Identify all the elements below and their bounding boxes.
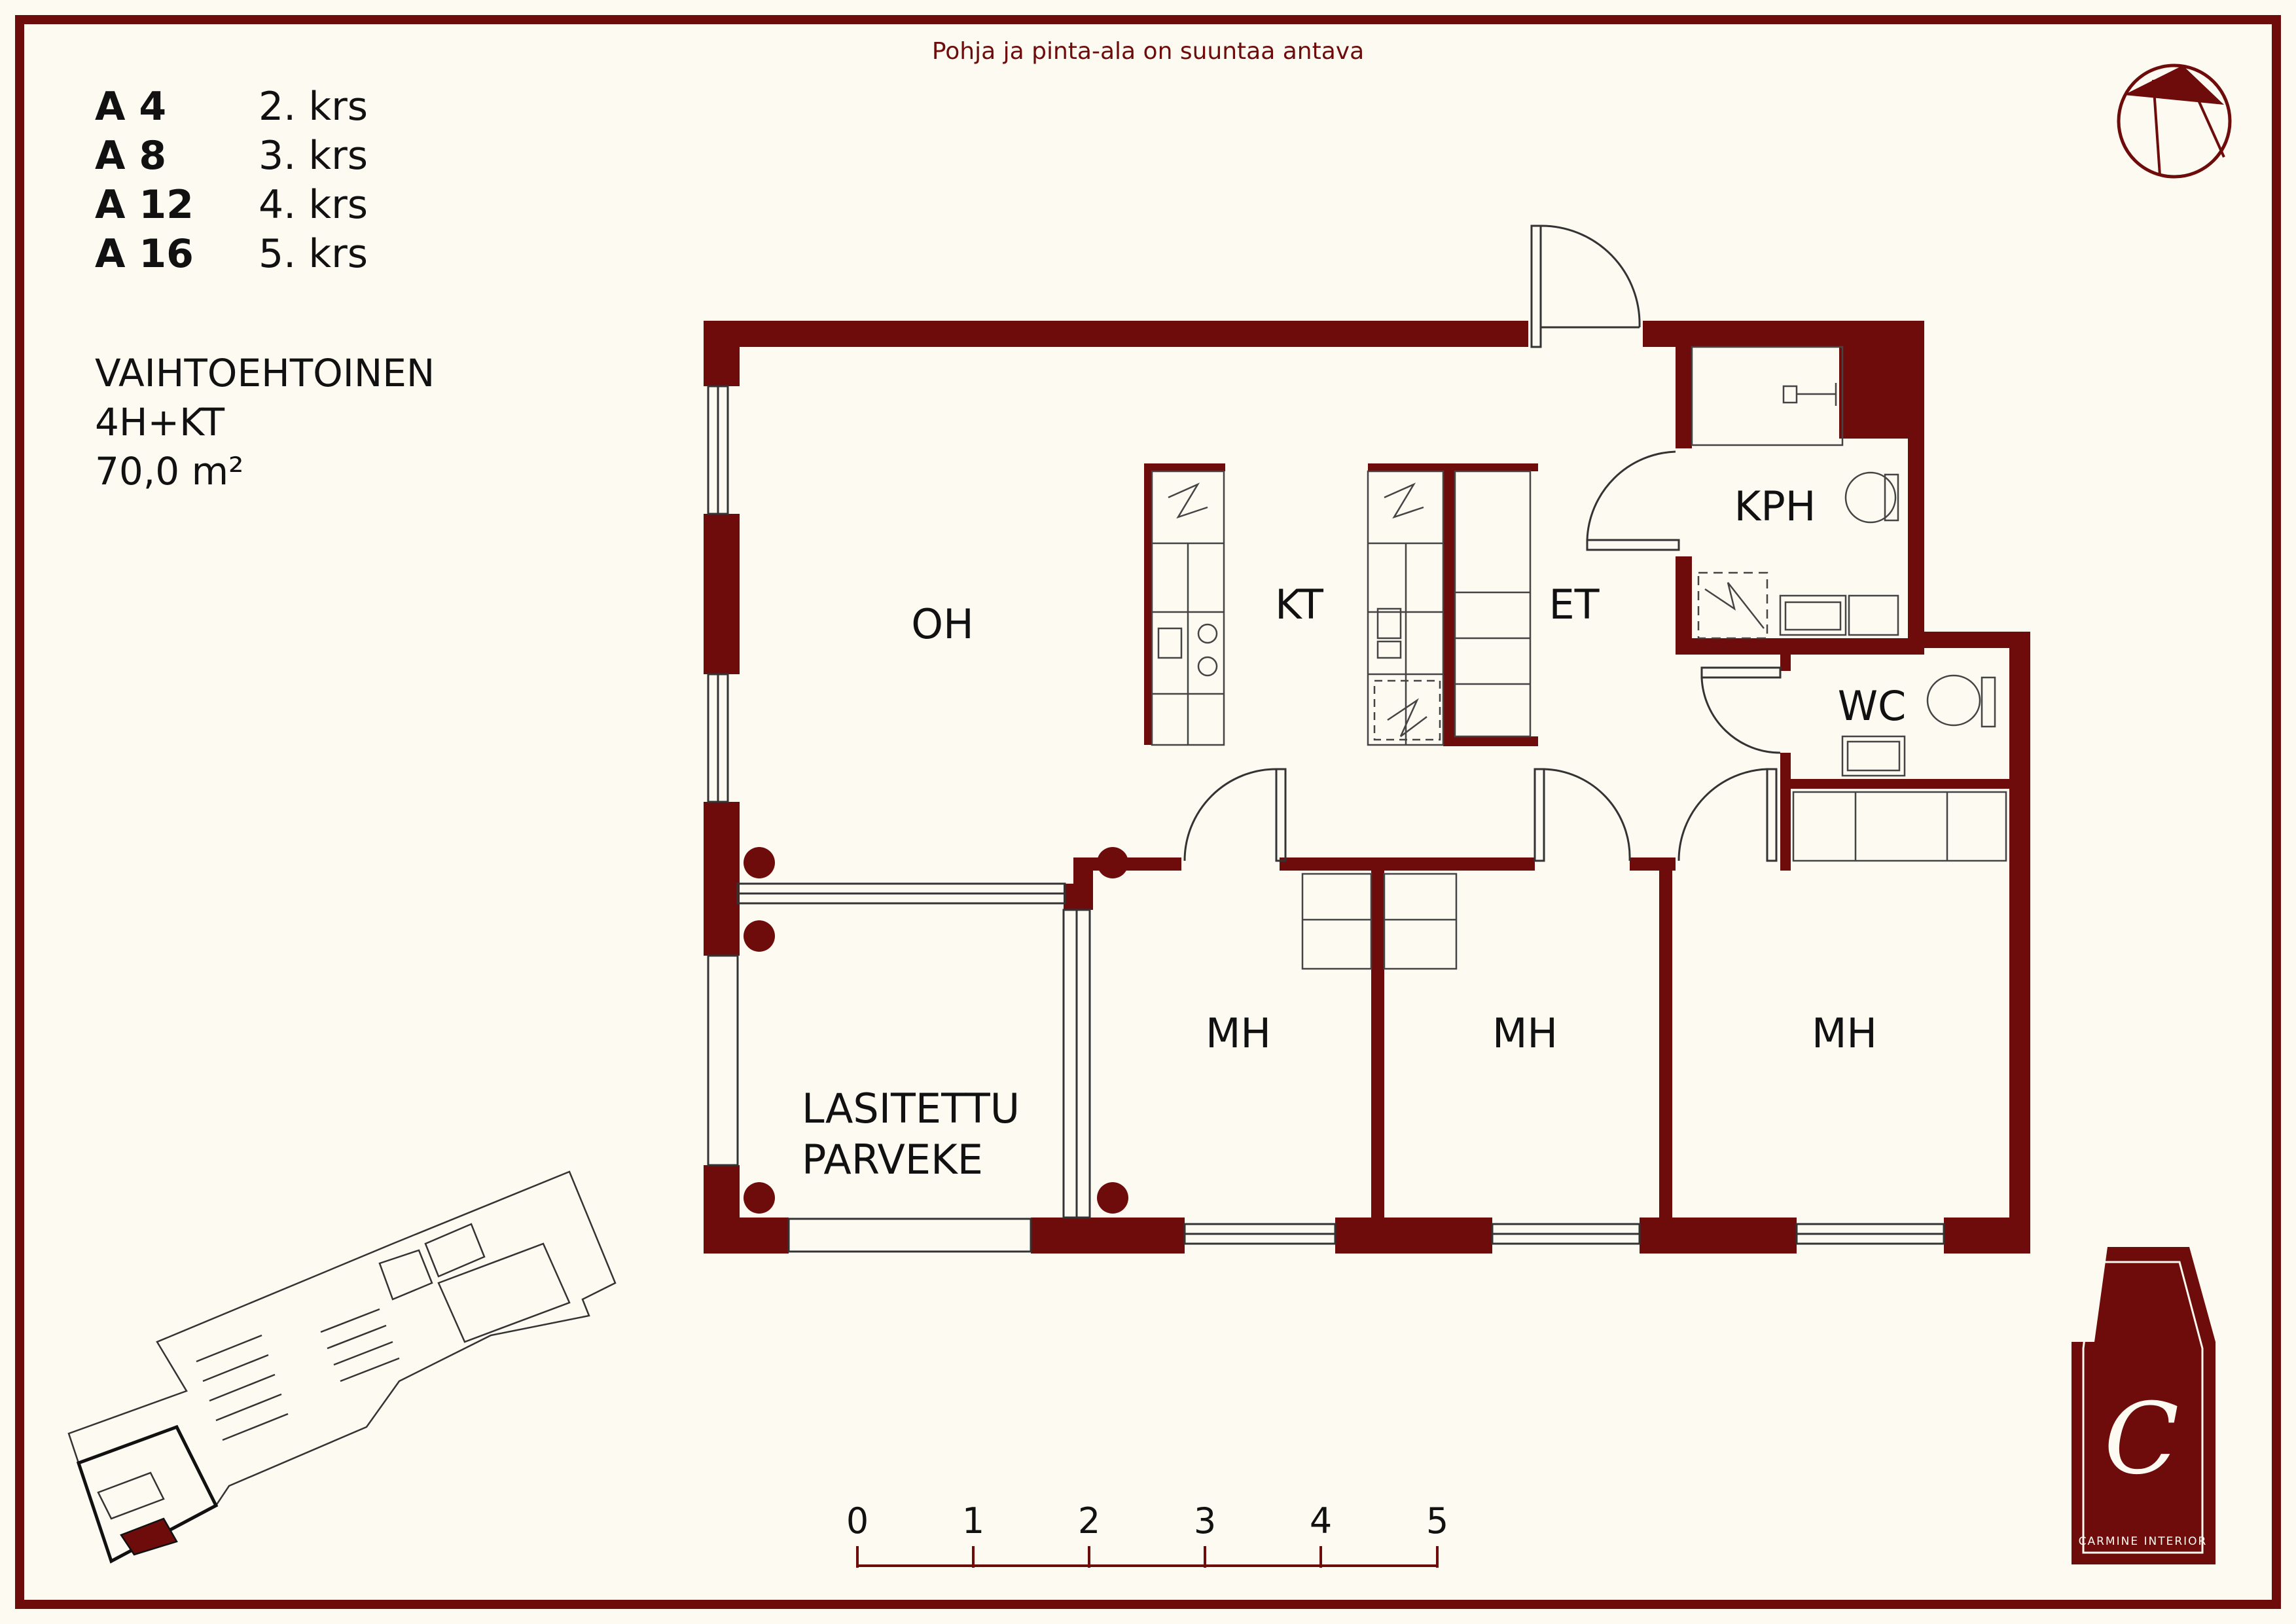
scale-label: 4 xyxy=(1310,1500,1332,1542)
apartment-type: 4H+KT xyxy=(95,400,225,444)
room-label-mh1: MH xyxy=(1206,1009,1271,1057)
room-label-et: ET xyxy=(1549,581,1600,628)
unit-floor: 5. krs xyxy=(259,231,368,277)
unit-id: A 8 xyxy=(95,133,166,179)
apartment-area: 70,0 m² xyxy=(95,449,243,494)
room-label-kph: KPH xyxy=(1734,482,1816,530)
room-label-mh3: MH xyxy=(1812,1009,1877,1057)
unit-id: A 4 xyxy=(95,84,166,130)
site-key-plan xyxy=(67,1170,617,1564)
unit-id: A 16 xyxy=(95,231,194,277)
unit-id: A 12 xyxy=(95,182,194,228)
compass-icon xyxy=(2117,63,2232,179)
disclaimer-note: Pohja ja pinta-ala on suuntaa antava xyxy=(932,38,1364,65)
room-label-kt: KT xyxy=(1275,581,1324,628)
room-label-wc: WC xyxy=(1838,682,1907,730)
apartment-description: VAIHTOEHTOINEN 4H+KT 70,0 m² xyxy=(95,351,435,494)
doors xyxy=(1183,225,1782,862)
windows xyxy=(707,385,1945,1253)
room-label-balcony-line1: LASITETTU xyxy=(802,1085,1020,1132)
room-label-balcony-line2: PARVEKE xyxy=(802,1136,983,1183)
unit-floor: 2. krs xyxy=(259,84,368,130)
walls xyxy=(704,321,2030,1254)
scale-label: 3 xyxy=(1194,1500,1216,1542)
logo-monogram: C xyxy=(2104,1382,2179,1496)
unit-floor: 4. krs xyxy=(259,182,368,228)
fixtures xyxy=(1151,346,2007,970)
columns xyxy=(744,847,1128,1214)
logo-name: CARMINE INTERIOR xyxy=(2079,1535,2208,1548)
unit-floor: 3. krs xyxy=(259,133,368,179)
scale-label: 5 xyxy=(1426,1500,1448,1542)
carmine-interior-logo: C CARMINE INTERIOR xyxy=(2072,1247,2215,1564)
room-label-oh: OH xyxy=(911,600,973,648)
variant-label: VAIHTOEHTOINEN xyxy=(95,351,435,395)
scale-label: 2 xyxy=(1078,1500,1100,1542)
room-labels: OH KT ET KPH WC MH MH MH LASITETTU PARVE… xyxy=(802,482,1906,1183)
scale-label: 1 xyxy=(962,1500,984,1542)
scale-label: 0 xyxy=(846,1500,869,1542)
unit-list: A 4 2. krs A 8 3. krs A 12 4. krs A 16 5… xyxy=(95,84,368,277)
scale-bar: 0 1 2 3 4 5 xyxy=(846,1500,1448,1568)
page-border xyxy=(15,15,2281,1609)
room-label-mh2: MH xyxy=(1492,1009,1558,1057)
